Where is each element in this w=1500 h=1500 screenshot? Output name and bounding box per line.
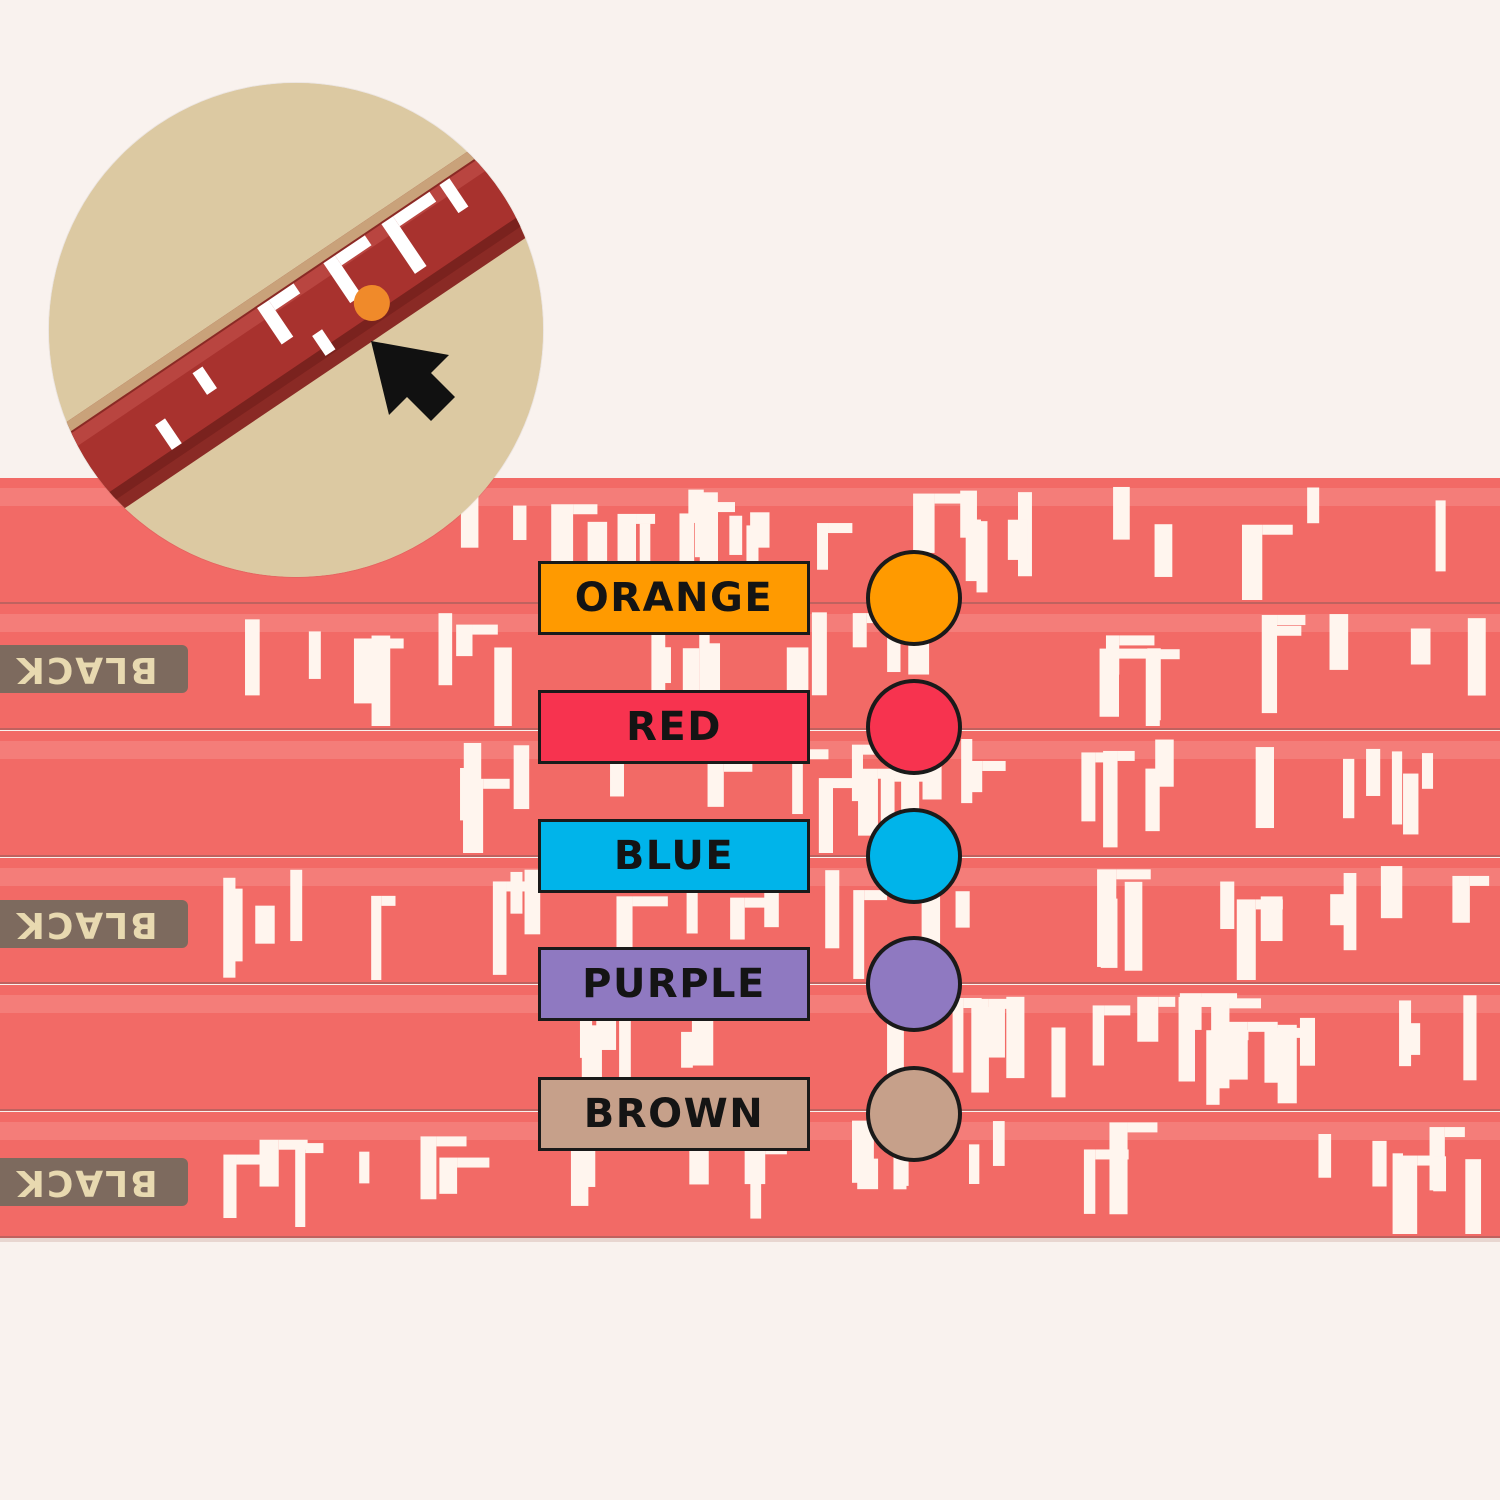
pencil-brand-stamp: BLACK [0,900,188,948]
legend-label-blue: BLUE [538,819,810,893]
inset-pencil-closeup [49,83,543,577]
pencil-brand-stamp: BLACK [0,1158,188,1206]
pencil-brand-stamp: BLACK [0,645,188,693]
legend-label-purple: PURPLE [538,947,810,1021]
zoom-inset [49,83,543,577]
legend-swatch-blue [866,808,962,904]
legend-swatch-purple [866,936,962,1032]
legend-label-orange: ORANGE [538,561,810,635]
cursor-arrow-icon [371,341,455,421]
legend-swatch-brown [866,1066,962,1162]
legend-swatch-red [866,679,962,775]
legend-label-red: RED [538,690,810,764]
legend-swatch-orange [866,550,962,646]
legend-label-brown: BROWN [538,1077,810,1151]
